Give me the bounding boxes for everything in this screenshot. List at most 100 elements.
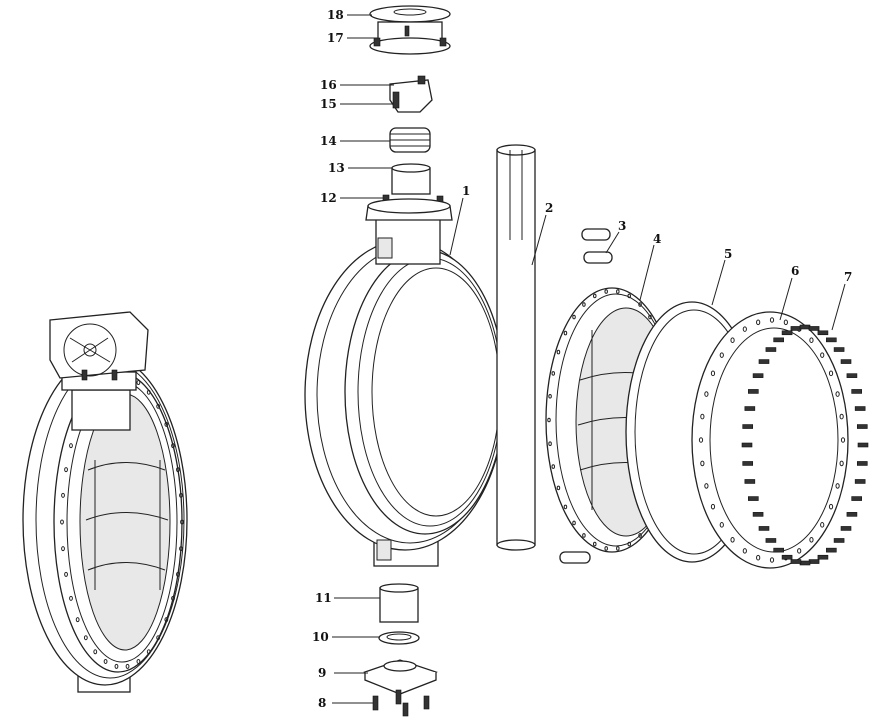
hole	[809, 337, 814, 344]
hole	[638, 302, 642, 307]
bolt	[857, 442, 869, 448]
hole	[164, 421, 169, 427]
hole	[582, 533, 586, 538]
hole	[136, 380, 141, 386]
hole	[156, 635, 161, 641]
label-9: 9	[318, 666, 326, 680]
hole	[840, 437, 846, 443]
hole	[828, 503, 834, 510]
hole	[75, 617, 80, 623]
hole	[835, 483, 840, 489]
part-13-bushing	[391, 163, 431, 195]
hole	[809, 536, 814, 543]
hole	[556, 485, 561, 491]
bolt	[773, 337, 784, 343]
hole	[710, 503, 716, 510]
hole	[592, 293, 597, 299]
hole	[93, 649, 98, 655]
hole	[616, 289, 620, 294]
label-6: 6	[791, 264, 799, 278]
bolt	[765, 538, 777, 543]
bolt	[790, 326, 802, 331]
hole	[563, 330, 568, 336]
label-12: 12	[320, 191, 337, 205]
hole	[742, 548, 747, 554]
hole	[700, 413, 705, 420]
bolt	[851, 389, 862, 394]
hole	[103, 658, 108, 664]
hole	[820, 352, 825, 358]
bolt	[748, 389, 759, 394]
hole	[179, 492, 183, 498]
bolt	[758, 526, 770, 531]
label-4: 4	[653, 232, 661, 246]
label-8: 8	[318, 696, 326, 710]
bolt	[744, 479, 756, 484]
bolt	[799, 324, 811, 330]
hole	[839, 413, 844, 420]
hole	[698, 437, 704, 443]
hole	[835, 391, 840, 397]
leader-lines	[332, 14, 846, 704]
label-13: 13	[328, 161, 345, 175]
bolt	[808, 326, 820, 331]
bolt	[765, 347, 777, 352]
hole	[171, 443, 175, 449]
hole	[136, 658, 141, 664]
bolt	[856, 461, 868, 466]
bolt	[851, 496, 862, 501]
bolt	[833, 347, 845, 352]
hole	[719, 522, 724, 528]
part-1-valve-body	[304, 198, 506, 567]
label-14: 14	[320, 134, 337, 148]
bolt	[744, 406, 756, 411]
hole	[551, 371, 556, 376]
hole	[638, 533, 642, 538]
hole	[783, 319, 788, 326]
part-17-bracket	[369, 21, 451, 55]
label-7: 7	[844, 270, 852, 284]
part-8-screws	[372, 689, 430, 717]
hole	[627, 541, 632, 547]
bolt	[781, 554, 793, 560]
hole	[563, 504, 568, 510]
hole	[828, 370, 834, 377]
hole	[548, 441, 552, 447]
label-17: 17	[327, 31, 344, 45]
assembled-valve	[22, 311, 188, 693]
part-11-bottom-bushing	[379, 583, 419, 623]
bolt	[840, 359, 852, 364]
hole	[180, 519, 184, 525]
bolt	[752, 373, 764, 378]
part-7-bolts	[741, 324, 869, 566]
label-3: 3	[618, 219, 626, 233]
hole	[769, 317, 775, 323]
bolt	[846, 373, 858, 378]
hole	[572, 520, 576, 526]
part-10-washer	[378, 631, 420, 645]
hole	[146, 649, 151, 655]
hole	[171, 595, 175, 601]
hole	[627, 293, 632, 299]
hole	[704, 391, 709, 397]
hole	[710, 370, 716, 377]
label-11: 11	[315, 591, 332, 605]
bolt	[833, 538, 845, 543]
hole	[69, 443, 73, 449]
hole	[756, 554, 761, 561]
hole	[648, 314, 652, 320]
bolt	[742, 424, 754, 429]
label-18: 18	[327, 8, 344, 22]
hole	[719, 352, 724, 358]
hole	[176, 571, 180, 577]
hole	[64, 571, 68, 577]
label-1: 1	[462, 184, 470, 198]
hole	[700, 460, 705, 467]
bolt	[748, 496, 759, 501]
hole	[730, 536, 735, 543]
label-5: 5	[724, 247, 732, 261]
bolt	[817, 330, 829, 336]
hole	[61, 546, 65, 552]
hole	[604, 546, 608, 551]
